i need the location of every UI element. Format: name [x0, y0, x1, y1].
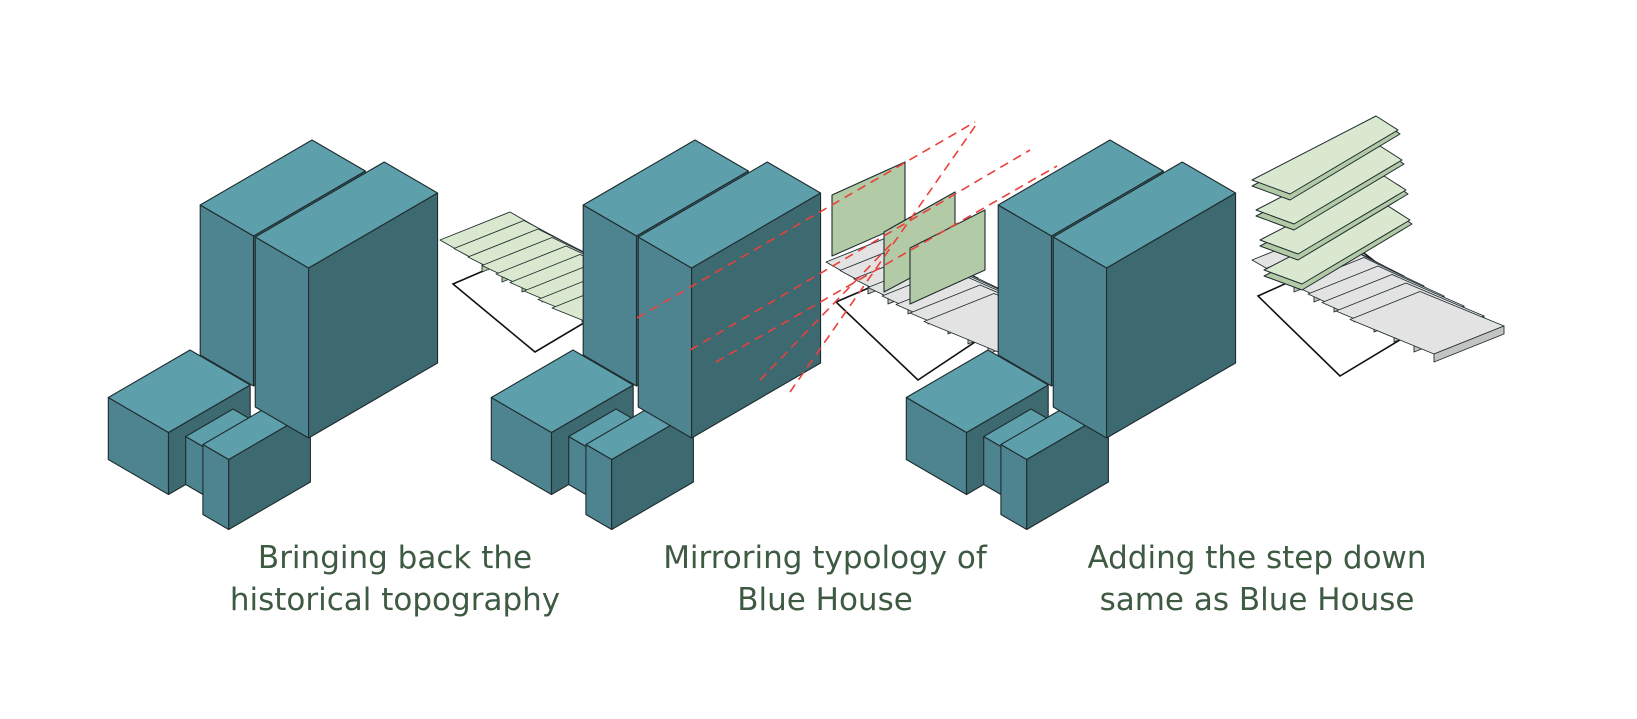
sightline-1	[689, 149, 1031, 351]
caption-line-1: Bringing back the	[257, 540, 533, 576]
topo-terrace-side-7	[1433, 325, 1505, 363]
panel-mirroring	[490, 121, 1079, 531]
caption-line-2: same as Blue House	[1099, 582, 1415, 618]
tall-block-a-face-top	[997, 139, 1164, 237]
caption-topography: Bringing back the historical topography	[205, 537, 585, 621]
caption-line-2: Blue House	[737, 582, 913, 618]
tall-block-b-face-left	[1052, 236, 1108, 439]
mirror-plane-c	[909, 209, 986, 305]
caption-line-1: Adding the step down	[1087, 540, 1427, 576]
caption-line-1: Mirroring typology of	[663, 540, 987, 576]
tall-block-a-face-left	[199, 204, 255, 387]
tall-block-a-face-left	[997, 204, 1053, 387]
sightline-2	[715, 165, 1058, 363]
low-block-a-face-top	[107, 349, 251, 434]
tall-block-a-face-top	[199, 139, 366, 237]
tall-block-a-face-top	[582, 139, 749, 237]
sightline-3	[789, 121, 979, 393]
tall-block-b-face-left	[637, 236, 693, 439]
tall-block-b-face-top	[1052, 161, 1237, 269]
sightline-0	[636, 121, 976, 319]
caption-line-2: historical topography	[229, 582, 561, 618]
tall-block-a-face-left	[582, 204, 638, 387]
low-block-a-face-top	[490, 349, 634, 434]
panel-topography	[107, 139, 713, 531]
panel-step-down	[905, 115, 1505, 531]
sightline-4	[759, 239, 896, 381]
step-slab-top-0	[1251, 115, 1399, 195]
tall-block-b-face-left	[254, 236, 310, 439]
caption-step-down: Adding the step down same as Blue House	[1067, 537, 1447, 621]
tall-block-b-face-top	[637, 161, 822, 269]
low-block-a-face-top	[905, 349, 1049, 434]
tall-block-b-face-top	[254, 161, 439, 269]
caption-mirroring: Mirroring typology of Blue House	[635, 537, 1015, 621]
